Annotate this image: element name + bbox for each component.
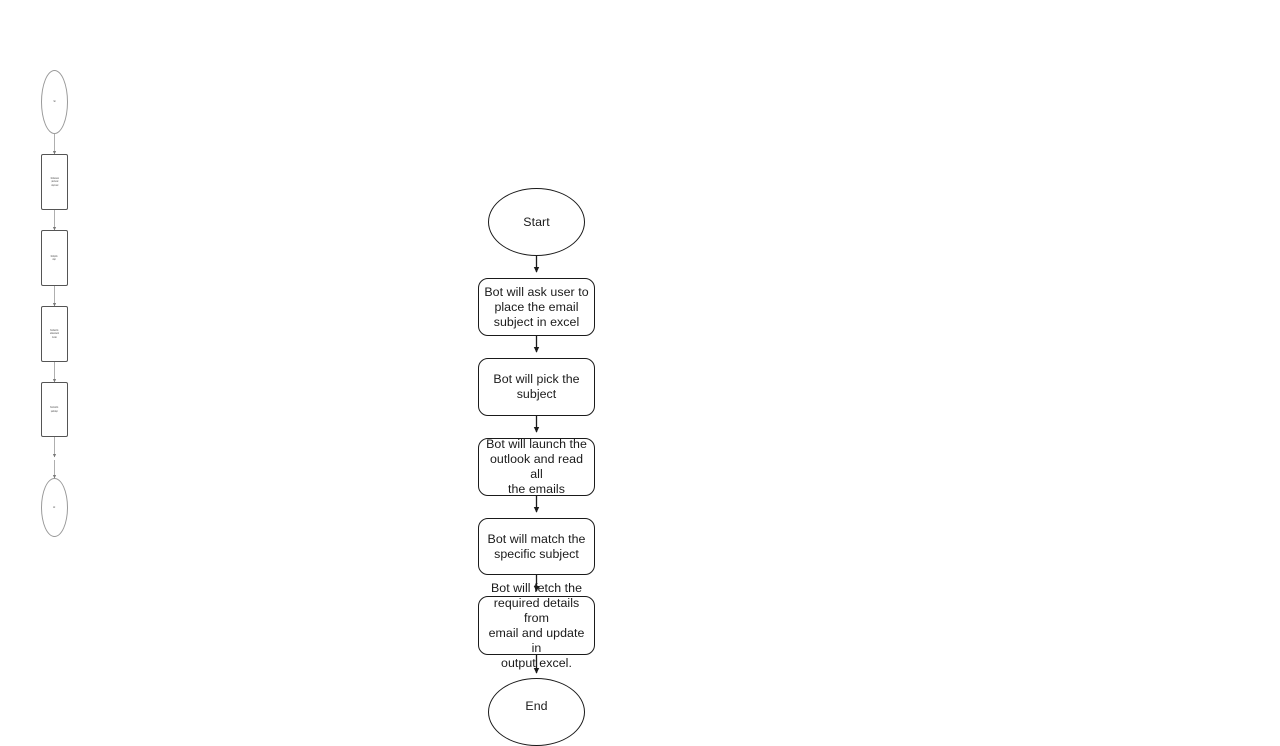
- node-start-label: Start: [523, 214, 550, 229]
- flow-connectors: [533, 256, 540, 674]
- node-match-subject-label: Bot will match the specific subject: [487, 531, 586, 561]
- outline-node-launch-outlook-label: Bot will launch the outlook and read all…: [50, 329, 59, 339]
- node-ask-user-label: Bot will ask user to place the email sub…: [484, 284, 589, 329]
- outline-node-match-subject[interactable]: Bot will match the specific subject: [41, 382, 68, 437]
- outline-node-launch-outlook[interactable]: Bot will launch the outlook and read all…: [41, 306, 68, 362]
- outline-node-end[interactable]: End: [41, 478, 68, 537]
- outline-node-pick-subject-label: Bot will pick the subject: [51, 254, 58, 261]
- outline-node-ask-user[interactable]: Bot will ask user to place the email sub…: [41, 154, 68, 210]
- node-ask-user[interactable]: Bot will ask user to place the email sub…: [478, 278, 595, 336]
- node-pick-subject[interactable]: Bot will pick the subject: [478, 358, 595, 416]
- node-match-subject[interactable]: Bot will match the specific subject: [478, 518, 595, 575]
- node-fetch-details[interactable]: Bot will fetch the required details from…: [478, 581, 595, 670]
- node-start[interactable]: Start: [488, 188, 585, 256]
- outline-node-start[interactable]: Start: [41, 70, 68, 134]
- outline-node-match-subject-label: Bot will match the specific subject: [50, 406, 59, 413]
- node-fetch-details-label: Bot will fetch the required details from…: [488, 580, 585, 670]
- node-launch-outlook[interactable]: Bot will launch the outlook and read all…: [478, 437, 595, 496]
- node-end[interactable]: End: [488, 678, 585, 746]
- outline-node-pick-subject[interactable]: Bot will pick the subject: [41, 230, 68, 286]
- outline-node-ask-user-label: Bot will ask user to place the email sub…: [50, 177, 59, 187]
- node-end-label: End: [525, 698, 548, 713]
- node-pick-subject-label: Bot will pick the subject: [493, 372, 580, 401]
- outline-node-start-label: Start: [53, 100, 56, 104]
- node-launch-outlook-label: Bot will launch the outlook and read all…: [486, 437, 587, 496]
- outline-node-end-label: End: [53, 505, 56, 509]
